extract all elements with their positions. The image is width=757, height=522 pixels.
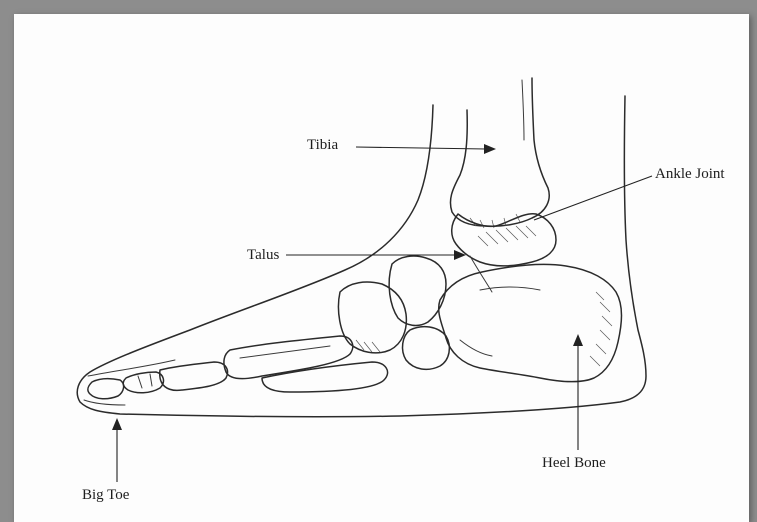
big-toe-arrowhead <box>112 418 122 430</box>
big-toe-text: Big Toe <box>82 487 130 503</box>
tibia-bone <box>450 78 549 228</box>
toe-bones <box>88 362 228 399</box>
ankle-joint-line <box>534 176 652 220</box>
heel-bone-text: Heel Bone <box>542 455 606 471</box>
talus-arrowhead <box>454 250 466 260</box>
metatarsal-bones <box>224 336 388 392</box>
midfoot-bones <box>338 256 449 369</box>
heel-bone-label: Heel Bone <box>542 334 606 471</box>
heel-bone <box>439 264 622 381</box>
tibia-label: Tibia <box>307 137 496 154</box>
ankle-joint-label: Ankle Joint <box>534 166 725 220</box>
tibia-text: Tibia <box>307 137 338 153</box>
tibia-arrowhead <box>484 144 496 154</box>
heel-bone-arrowhead <box>573 334 583 346</box>
ankle-joint-text: Ankle Joint <box>655 166 725 182</box>
talus-text: Talus <box>247 247 279 263</box>
big-toe-label: Big Toe <box>82 418 130 503</box>
